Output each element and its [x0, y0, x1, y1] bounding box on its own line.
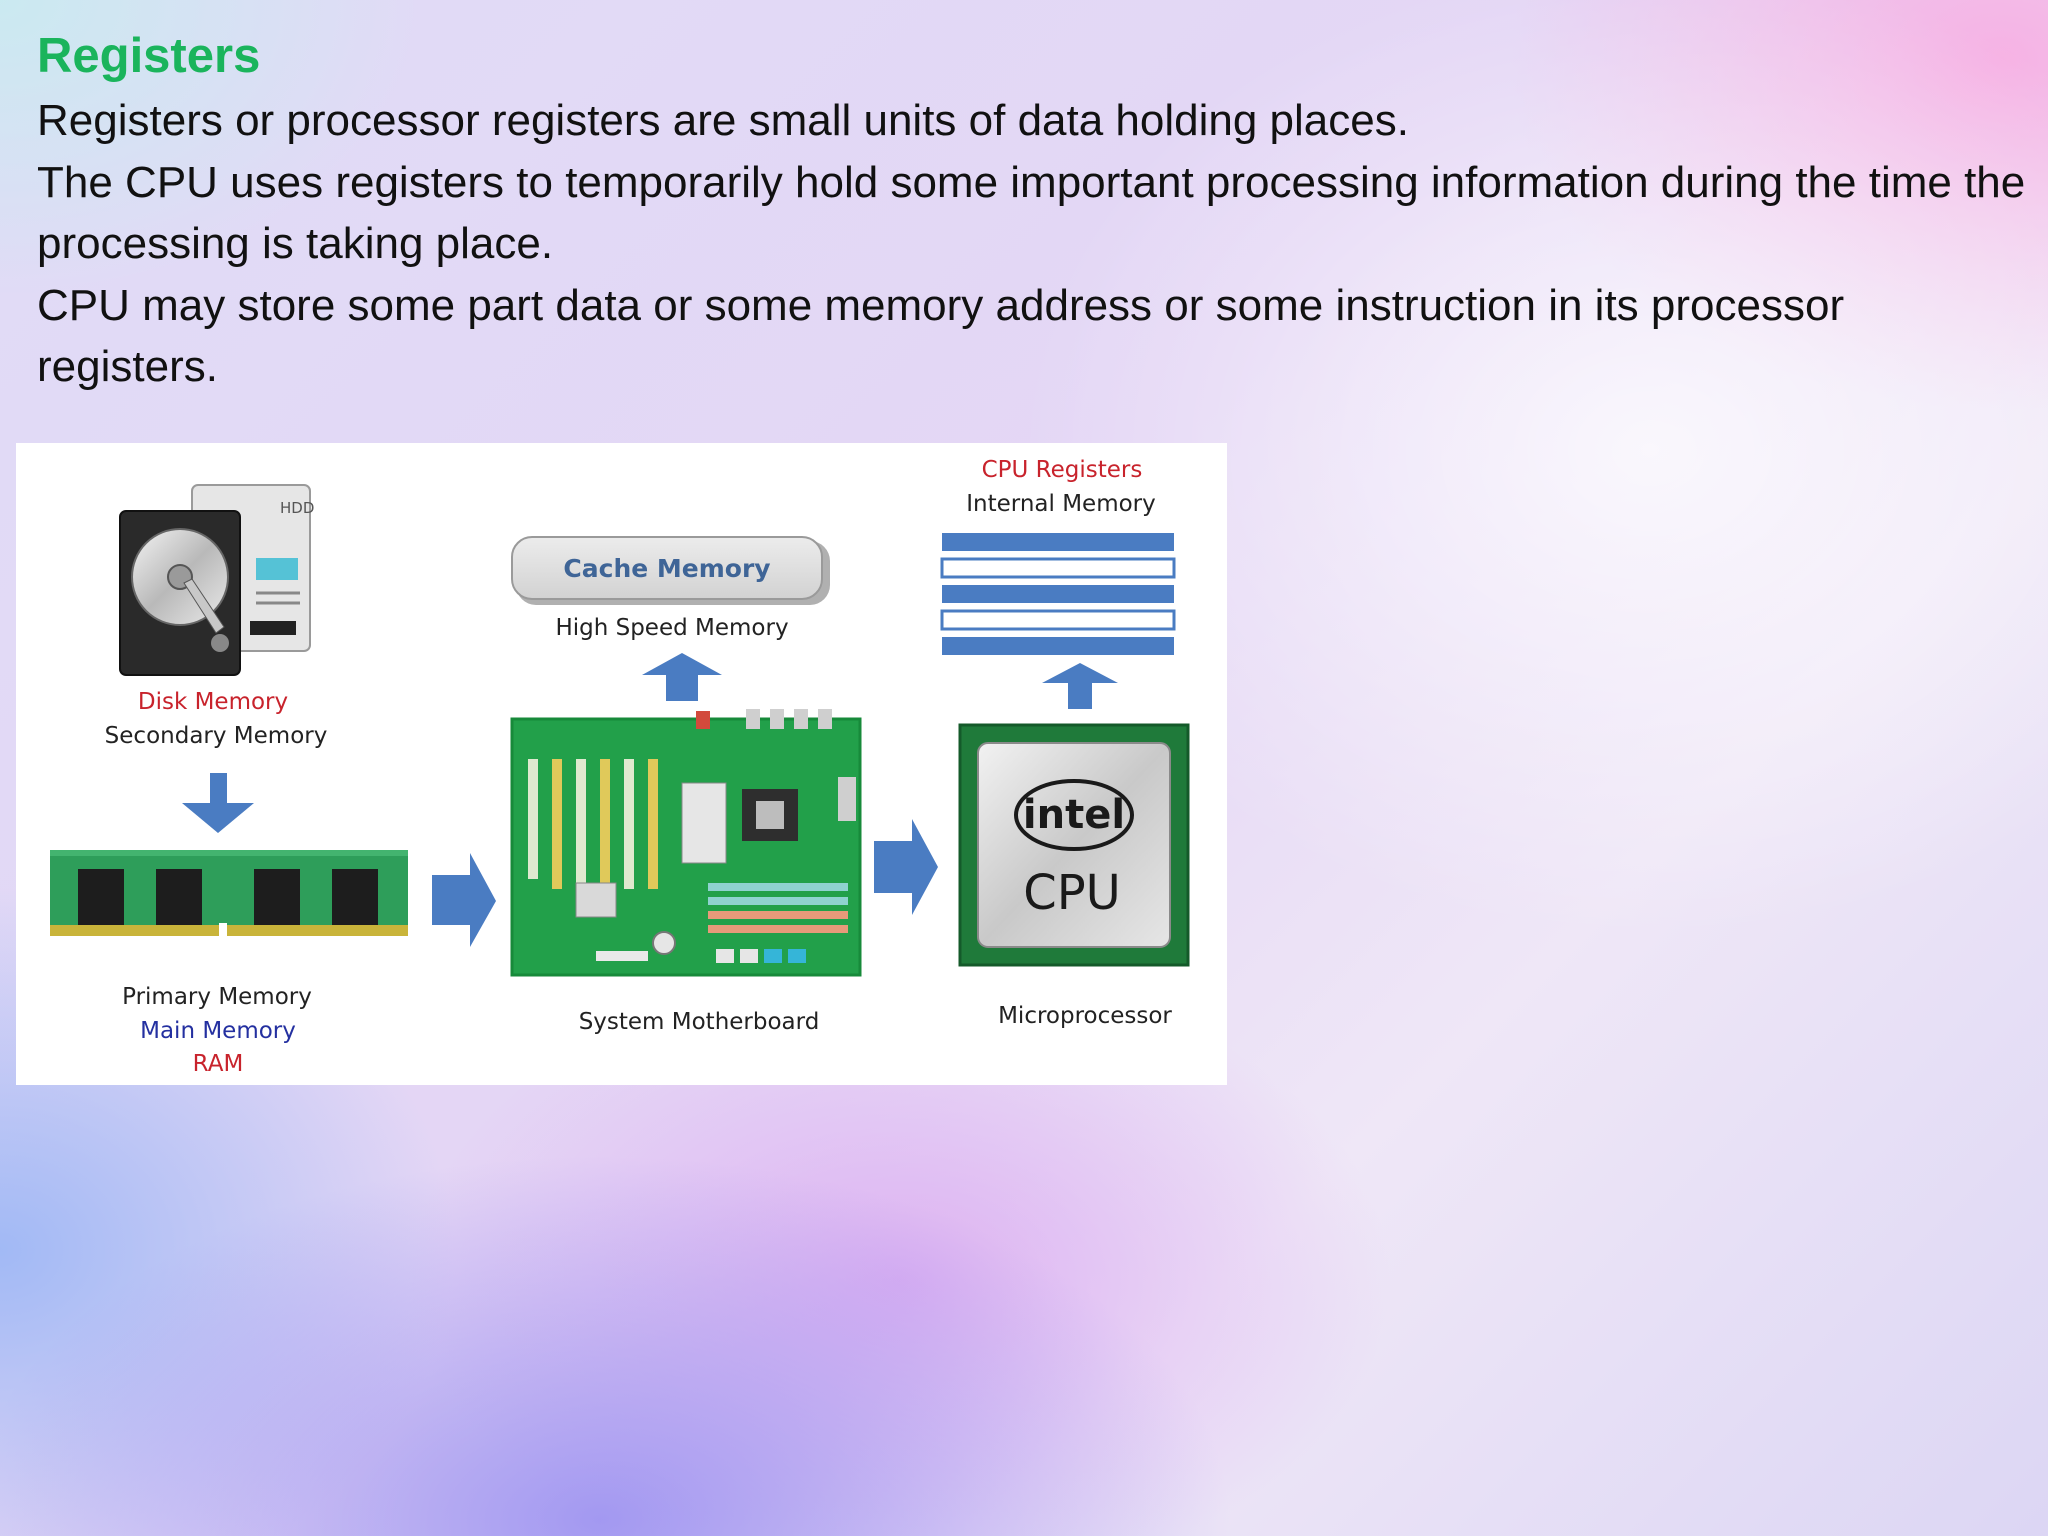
cache-memory-box — [511, 536, 823, 600]
right-arrow-icon — [874, 819, 938, 915]
hdd-icon — [119, 484, 311, 676]
cpu-registers-label: CPU Registers — [982, 457, 1143, 483]
cpu-chip-icon — [958, 723, 1190, 967]
up-arrow-icon — [642, 653, 722, 701]
primary-memory-label: Primary Memory — [122, 984, 312, 1010]
right-arrow-icon — [432, 853, 496, 947]
high-speed-memory-label: High Speed Memory — [555, 615, 788, 641]
ram-module-icon — [50, 850, 408, 937]
disk-memory-label: Disk Memory — [138, 689, 288, 715]
ram-label: RAM — [193, 1051, 244, 1077]
main-memory-label: Main Memory — [140, 1018, 296, 1044]
memory-hierarchy-diagram: HDD Disk Memory Secondary Memory Primary… — [16, 443, 1227, 1085]
body-line-3: CPU may store some part data or some mem… — [37, 280, 1845, 392]
microprocessor-caption: Microprocessor — [998, 1003, 1172, 1029]
intel-logo: intel — [1023, 792, 1125, 838]
body-line-1: Registers or processor registers are sma… — [37, 96, 1409, 145]
slide-title: Registers — [37, 29, 261, 83]
up-arrow-icon — [1042, 663, 1118, 709]
hdd-label: HDD — [280, 499, 314, 517]
register-stack-icon — [940, 533, 1176, 655]
cache-memory-label: Cache Memory — [563, 554, 770, 583]
cpu-chip-text: CPU — [1023, 865, 1121, 921]
motherboard-caption: System Motherboard — [579, 1009, 820, 1035]
slide-body: Registers or processor registers are sma… — [37, 90, 2027, 398]
down-arrow-icon — [182, 773, 254, 833]
body-line-2: The CPU uses registers to temporarily ho… — [37, 157, 2026, 269]
secondary-memory-label: Secondary Memory — [105, 723, 328, 749]
motherboard-icon — [510, 709, 862, 977]
internal-memory-label: Internal Memory — [966, 491, 1156, 517]
